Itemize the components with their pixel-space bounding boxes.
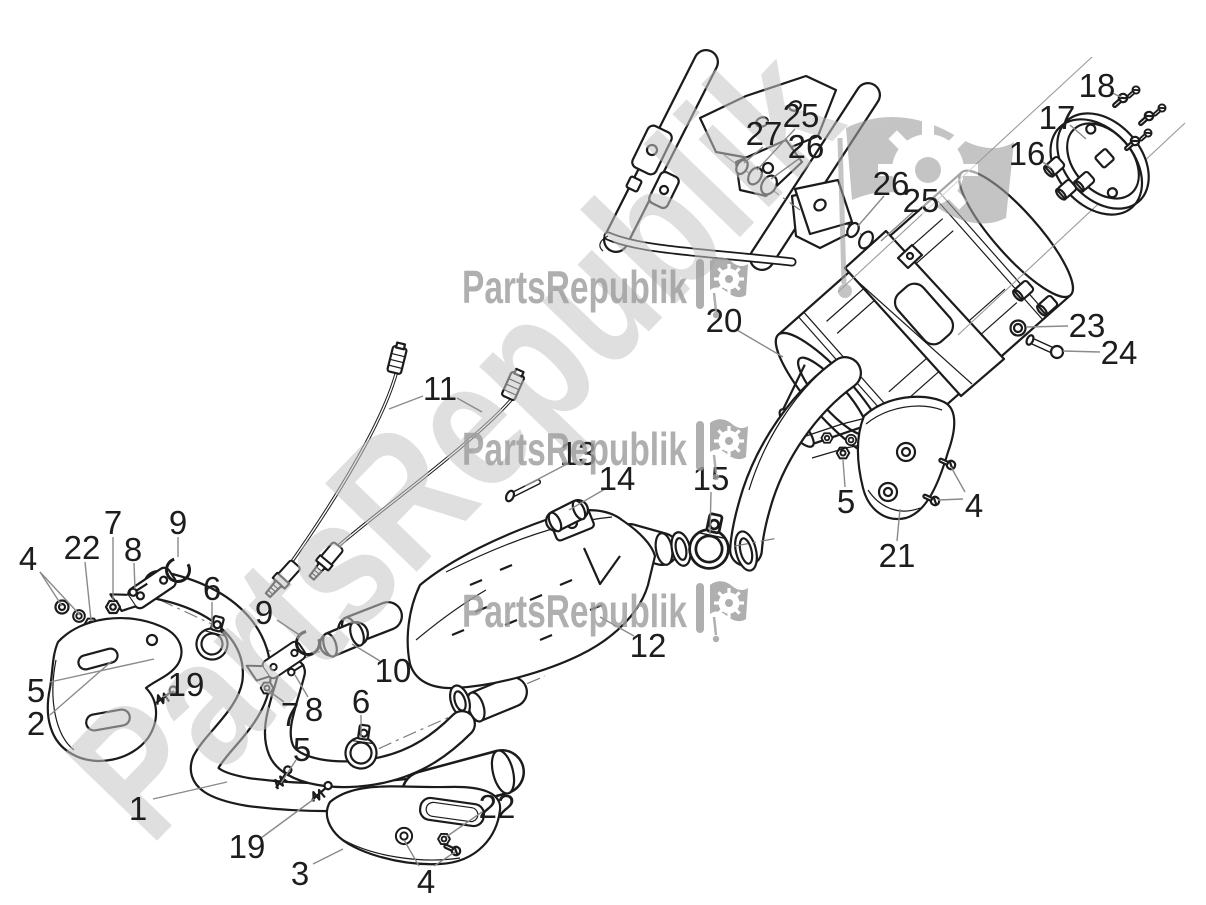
leader-line-19: [260, 798, 315, 839]
leader-line-4: [39, 571, 63, 607]
leader-line-14: [568, 488, 606, 511]
part-label-19: 19: [168, 666, 205, 703]
brand-watermark-text: PartsRepublik: [462, 585, 687, 637]
part-label-19: 19: [229, 828, 266, 865]
collector-box: [299, 504, 657, 773]
part-label-5: 5: [27, 672, 45, 709]
leader-line-1: [152, 781, 228, 800]
part-label-6: 6: [352, 683, 370, 720]
part-label-26: 26: [788, 128, 825, 165]
leader-line-10: [351, 643, 381, 662]
brand-watermark-text: PartsRepublik: [462, 423, 687, 475]
part-label-1: 1: [129, 790, 147, 827]
leader-line-12: [599, 616, 635, 637]
part-label-25: 25: [783, 97, 820, 134]
part-label-9: 9: [255, 594, 273, 631]
part-label-22: 22: [479, 788, 516, 825]
part-label-24: 24: [1101, 334, 1138, 371]
part-label-7: 7: [281, 696, 299, 733]
heat-shield-21: [805, 395, 958, 521]
part-label-20: 20: [706, 302, 743, 339]
part-label-25: 25: [903, 182, 940, 219]
part-label-22: 22: [64, 529, 101, 566]
leader-line-25: [756, 128, 796, 171]
leader-line-27: [743, 146, 764, 164]
leader-line-19: [162, 690, 175, 698]
heat-shield-3: [325, 785, 502, 866]
leader-line-18: [1109, 91, 1122, 98]
leader-line-4: [950, 466, 966, 493]
leader-line-8: [294, 674, 309, 698]
leader-line-5: [842, 459, 846, 488]
part-label-18: 18: [1079, 67, 1116, 104]
leader-line-4: [403, 839, 420, 867]
leader-line-13: [524, 463, 568, 487]
part-label-23: 23: [1069, 307, 1106, 344]
leader-line-26: [770, 157, 801, 180]
part-label-2: 2: [27, 705, 45, 742]
part-label-4: 4: [965, 487, 983, 524]
part-label-21: 21: [879, 537, 916, 574]
fastener-13-bushing-14: [504, 479, 589, 533]
leader-line-25: [880, 211, 914, 242]
leader-line-11: [456, 397, 483, 413]
leader-line-22: [445, 811, 483, 838]
muffler-inlet-pipe: [729, 356, 862, 572]
leader-line-17: [1069, 124, 1087, 140]
part-label-8: 8: [124, 531, 142, 568]
part-label-14: 14: [599, 460, 636, 497]
leader-line-9: [276, 619, 302, 637]
leader-line-21: [896, 508, 901, 542]
part-label-8: 8: [305, 691, 323, 728]
leader-line-4: [937, 498, 964, 501]
leader-line-7: [268, 690, 285, 703]
leader-line-5: [280, 759, 297, 784]
part-label-11: 11: [423, 370, 457, 407]
leader-line-11: [388, 395, 424, 410]
part-label-10: 10: [375, 652, 412, 689]
part-label-16: 16: [1009, 135, 1046, 172]
brand-watermark-band: PartsRepublik: [462, 256, 750, 320]
part-label-4: 4: [19, 540, 37, 577]
big-flag-gear-watermark: [837, 116, 1014, 298]
leader-line-4: [39, 571, 81, 616]
brand-watermark-band: PartsRepublik: [462, 580, 750, 644]
gear-icon: [878, 120, 978, 220]
leader-line-15: [709, 491, 712, 535]
leader-line-22: [84, 561, 92, 621]
leader-line-3: [312, 848, 344, 865]
rear-cylinder-flange: [245, 640, 307, 682]
leader-line-20: [736, 329, 784, 358]
leader-line-2: [49, 660, 113, 716]
leader-line-8: [133, 562, 136, 590]
part-label-6: 6: [203, 570, 221, 607]
part-label-7: 7: [104, 504, 122, 541]
part-label-4: 4: [417, 863, 435, 900]
part-label-12: 12: [630, 627, 667, 664]
exploded-view-line-art: [46, 49, 1186, 866]
leader-line-24: [1062, 350, 1101, 353]
leader-line-4: [433, 851, 456, 867]
part-label-13: 13: [560, 435, 597, 472]
lambda-sensors: [260, 340, 528, 602]
part-label-27: 27: [746, 115, 783, 152]
leader-line-23: [1026, 325, 1069, 328]
flag-gear-icon: [694, 580, 750, 644]
part-label-5: 5: [293, 731, 311, 768]
part-label-5: 5: [837, 483, 855, 520]
brand-watermark-band: PartsRepublik: [462, 418, 750, 482]
part-label-26: 26: [873, 165, 910, 202]
leader-line-26: [857, 195, 885, 227]
heat-shield-2: [46, 616, 183, 762]
brand-watermark-text: PartsRepublik: [462, 261, 687, 313]
part-label-17: 17: [1039, 99, 1076, 136]
part-label-3: 3: [291, 855, 309, 892]
leader-line-16: [1039, 159, 1052, 169]
part-label-9: 9: [169, 504, 187, 541]
